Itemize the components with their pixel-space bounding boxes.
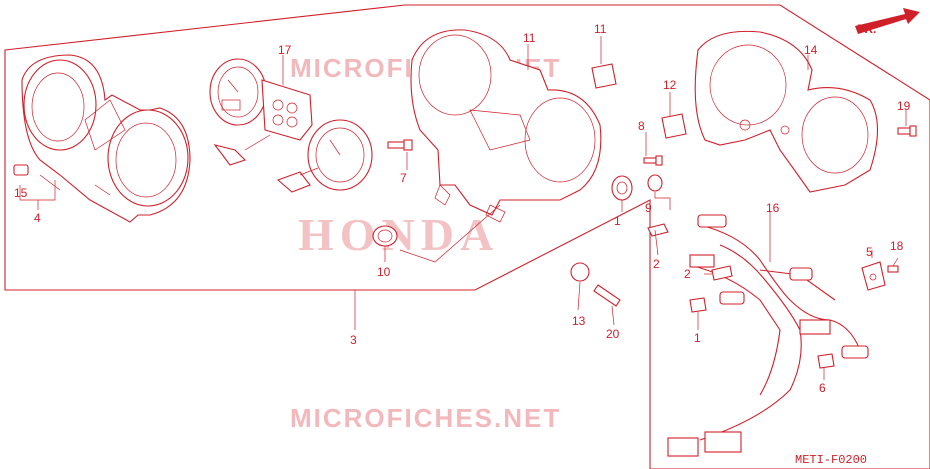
callout-2-upper: 2: [653, 257, 660, 271]
callout-1-right: 6: [819, 381, 826, 395]
screw-14: [387, 139, 413, 151]
callout-8: 17: [278, 43, 292, 57]
meter-cover-5: [410, 29, 602, 223]
rubber-cushion-11b: [661, 113, 687, 139]
callout-13: 15: [14, 186, 28, 200]
callout-11a: 11: [594, 22, 607, 36]
front-direction-arrow: FR.: [855, 8, 920, 36]
screw-20: [593, 284, 621, 307]
callout-1-left: 1: [694, 331, 701, 345]
rear-cover-7: [694, 30, 878, 193]
screw-19: [897, 125, 917, 137]
callout-16: 13: [572, 314, 586, 328]
callout-2-lower: 2: [684, 267, 691, 281]
callout-11b: 12: [663, 78, 677, 92]
wire-harness-9: [667, 214, 869, 457]
callout-20: 20: [606, 327, 620, 341]
collar-15: [647, 174, 663, 192]
callout-10: 1: [614, 214, 621, 228]
direction-label: FR.: [857, 22, 876, 36]
meter-case-4: [13, 54, 191, 223]
callout-12: 10: [377, 265, 391, 279]
callout-4: 4: [34, 211, 41, 225]
bulb-1-left: [689, 297, 707, 313]
callout-6: 5: [866, 245, 873, 259]
callout-5: 11: [523, 31, 536, 45]
callout-17: 8: [638, 119, 645, 133]
meter-unit-8: [209, 58, 373, 193]
diagram-code: METI-F0200: [795, 453, 867, 467]
watermark-honda: HONDA: [298, 209, 499, 260]
bulb-2-lower: [711, 265, 733, 281]
assembly-outline: [4, 4, 930, 469]
bulb-2-upper: [647, 223, 669, 237]
screw-17: [643, 155, 663, 166]
callout-14: 7: [400, 171, 407, 185]
bulb-1-right: [817, 353, 835, 369]
grommet-10: [611, 175, 633, 201]
callout-3: 3: [350, 333, 357, 347]
bulb-socket-12: [372, 225, 398, 247]
callout-15: 9: [645, 201, 652, 215]
callout-18: 18: [890, 239, 904, 253]
grommet-16: [570, 262, 590, 282]
stay-6: [861, 261, 886, 291]
callout-7: 14: [804, 43, 818, 57]
screw-18: [887, 265, 899, 273]
watermark-bottom: MICROFICHES.NET: [290, 403, 561, 433]
leader-lines: [19, 36, 907, 380]
callout-9: 16: [766, 201, 780, 215]
rubber-cushion-11a: [591, 63, 617, 89]
callout-19: 19: [897, 99, 911, 113]
